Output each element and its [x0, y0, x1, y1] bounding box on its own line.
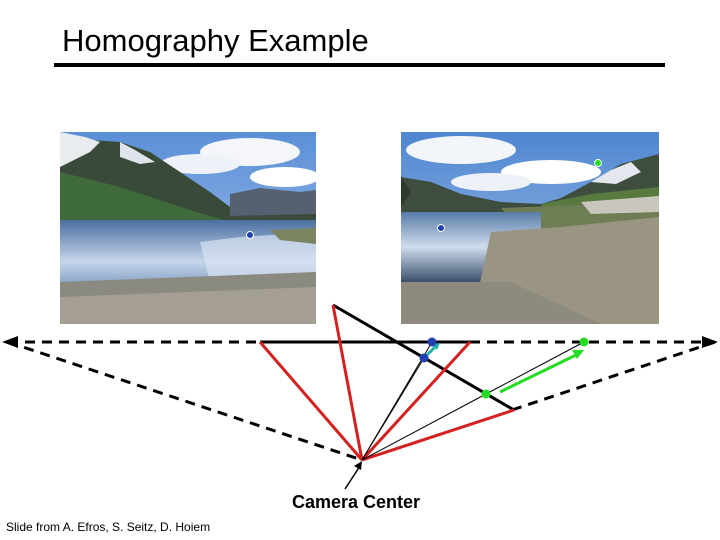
green-point-plane1 [579, 337, 589, 347]
blue-point-left-photo [246, 231, 254, 239]
dashed-left-ray [7, 340, 363, 462]
projection-ray [361, 393, 487, 461]
slide-title: Homography Example [62, 23, 369, 58]
right-photo [401, 132, 659, 324]
green-arrowhead [572, 350, 584, 359]
dashed-right-ray [511, 340, 716, 412]
frustum-line [361, 408, 515, 462]
slide-credit: Slide from A. Efros, S. Seitz, D. Hoiem [6, 520, 211, 534]
green-point-plane2 [481, 389, 491, 399]
camera-center-pointer [344, 465, 361, 490]
arrowhead-right [702, 336, 718, 348]
camera-center-label: Camera Center [292, 492, 421, 512]
left-photo [60, 132, 316, 324]
frustum-line [331, 304, 364, 461]
blue-point-right-photo [437, 224, 445, 232]
frustum-line [258, 341, 364, 461]
projection-ray [361, 357, 425, 461]
green-arrow [499, 352, 579, 394]
arrowhead-left [2, 336, 18, 348]
green-point-right-photo [594, 159, 602, 167]
blue-point-plane2 [419, 353, 429, 363]
camera-center-arrowhead [354, 461, 362, 470]
blue-point-plane1 [427, 337, 437, 347]
title-underline [54, 63, 665, 67]
frustum-line [360, 340, 472, 462]
projection-ray [485, 341, 585, 395]
